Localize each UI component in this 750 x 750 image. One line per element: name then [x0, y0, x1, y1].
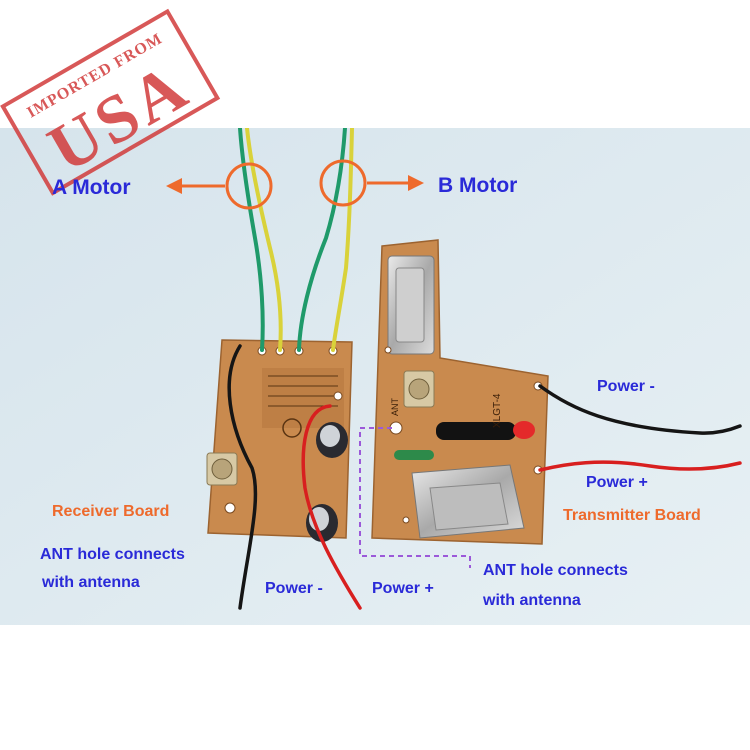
b-motor-marker: [319, 159, 424, 207]
b-motor-label: B Motor: [438, 174, 518, 197]
transmitter-board-label: Transmitter Board: [563, 507, 701, 524]
receiver-board-label: Receiver Board: [52, 503, 170, 520]
transmitter-ant-note-line2: with antenna: [483, 592, 581, 609]
receiver-power-plus-label: Power +: [372, 580, 434, 597]
receiver-ant-note-line1: ANT hole connects: [40, 546, 185, 563]
transmitter-model-marking: XLGT-4: [492, 393, 503, 428]
receiver-ant-note-line2: with antenna: [42, 574, 140, 591]
transmitter-ant-note-line1: ANT hole connects: [483, 562, 628, 579]
transmitter-ant-marking: ANT: [390, 397, 400, 416]
transmitter-power-plus-label: Power +: [586, 474, 648, 491]
receiver-power-minus-label: Power -: [265, 580, 323, 597]
receiver-board: [206, 339, 353, 542]
capacitor: [316, 422, 348, 458]
transmitter-board: XLGT-4 ANT: [371, 239, 549, 545]
transmitter-power-minus-label: Power -: [597, 378, 655, 395]
transmitter-power-wires: [538, 384, 742, 472]
a-motor-marker: [166, 162, 273, 210]
receiver-power-wires: [227, 344, 362, 610]
imported-from-usa-stamp: IMPORTED FROM USA: [0, 8, 221, 196]
ant-annotation-line: [359, 427, 471, 568]
a-motor-label: A Motor: [52, 176, 131, 199]
circuit-boards-photo: XLGT-4 ANT: [0, 128, 750, 625]
